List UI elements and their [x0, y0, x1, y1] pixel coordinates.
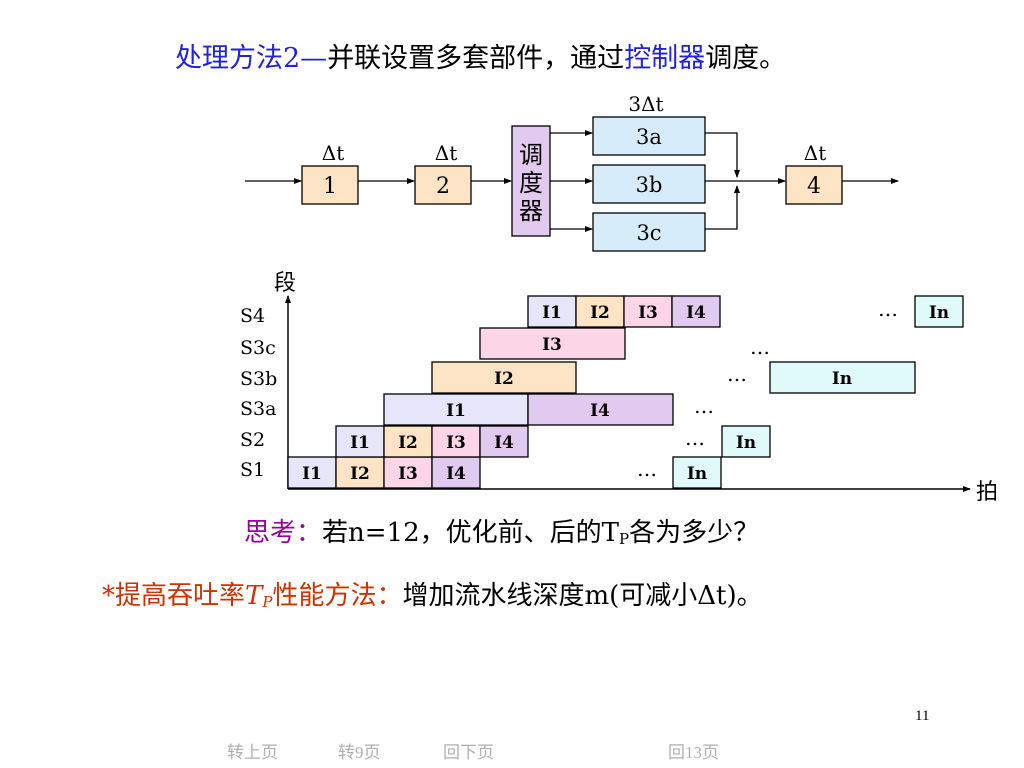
s1-text-i2: I2	[350, 464, 370, 484]
improve-text: 增加流水线深度m(可减小Δt)。	[402, 581, 763, 611]
row-label-s3a: S3a	[240, 398, 276, 420]
s4-text-i4: I4	[686, 303, 706, 323]
scheduler-char-1: 调	[519, 141, 543, 169]
merge-from-3c	[705, 185, 740, 230]
block-diagram: 1 Δt 2 Δt 调 度 器 3Δt 3a 3b 3c 4 Δt	[245, 92, 899, 252]
unit-3c-box	[592, 212, 706, 252]
improve-tp: T	[245, 581, 263, 611]
s4-cell-i4	[671, 295, 721, 328]
stage-2-box	[414, 165, 472, 205]
stage-4-label: 4	[807, 174, 821, 199]
y-axis-label: 段	[274, 271, 296, 296]
s4-text-i2: I2	[590, 303, 610, 323]
unit-3a-box	[592, 116, 706, 156]
s1-text-i1: I1	[302, 464, 322, 484]
nav-back-13-link[interactable]: 回13页	[668, 743, 719, 762]
unit-3a-label: 3a	[636, 125, 662, 149]
s3b-text-in: In	[832, 369, 852, 389]
s4-cell-i2	[575, 295, 625, 328]
page-number: 11	[915, 708, 930, 724]
s1-text-i3: I3	[398, 464, 418, 484]
stage-4-box	[785, 165, 843, 205]
stage-1-label: 1	[323, 174, 337, 199]
row-label-s3c: S3c	[240, 337, 276, 359]
title-controller: 控制器	[624, 43, 706, 74]
merge-from-3a	[705, 132, 740, 178]
s3a-text-i4: I4	[590, 401, 610, 421]
stage-2-time: Δt	[435, 141, 457, 165]
improve-tp-sub: P	[262, 593, 273, 611]
s2-text-in: In	[736, 433, 756, 453]
s3b-cell-i2	[431, 361, 577, 394]
nav-back-next-link[interactable]: 回下页	[443, 743, 494, 762]
s2-ellipsis: …	[685, 426, 705, 450]
s4-cell-i1	[527, 295, 577, 328]
s3c-cell-i3	[479, 327, 626, 360]
s1-text-i4: I4	[446, 464, 466, 484]
unit-3b-label: 3b	[636, 173, 663, 197]
s2-text-i3: I3	[446, 433, 466, 453]
improve-line: *提高吞吐率TP性能方法：增加流水线深度m(可减小Δt)。	[102, 575, 763, 612]
s3a-cell-i1	[383, 393, 529, 426]
page-title: 处理方法2—并联设置多套部件，通过控制器调度。	[175, 36, 786, 75]
row-label-s3b: S3b	[240, 368, 277, 390]
stage-1-box	[301, 165, 359, 205]
s2-cell-i3	[431, 425, 481, 458]
nav-prev-link[interactable]: 转上页	[227, 743, 278, 762]
title-method: 处理方法2—	[175, 43, 328, 74]
nav-goto-9-link[interactable]: 转9页	[338, 743, 381, 762]
s2-cell-i2	[383, 425, 433, 458]
s4-ellipsis: …	[878, 297, 898, 321]
s1-cell-in	[672, 456, 722, 489]
improve-method-label: 性能方法：	[272, 581, 403, 611]
row-label-s2: S2	[240, 429, 265, 451]
s4-cell-in	[914, 295, 964, 328]
question-text-a: 若n=12，优化前、后的T	[322, 518, 619, 548]
s1-cell-i4	[431, 456, 481, 489]
question-text-b: 各为多少？	[629, 518, 760, 548]
s2-text-i1: I1	[350, 433, 370, 453]
scheduler-box	[511, 125, 551, 237]
title-text: 并联设置多套部件，通过	[327, 43, 625, 74]
scheduler-char-2: 度	[519, 169, 543, 197]
stage-4-time: Δt	[804, 141, 826, 165]
scheduler-char-3: 器	[519, 197, 543, 225]
s1-text-in: In	[687, 464, 707, 484]
stage-1-time: Δt	[322, 141, 344, 165]
s3b-cell-in	[769, 361, 916, 394]
s3b-text-i2: I2	[494, 369, 514, 389]
row-label-s1: S1	[240, 459, 265, 481]
s3a-cell-i4	[527, 393, 674, 426]
x-axis-label: 拍	[976, 480, 998, 505]
s4-text-in: In	[929, 303, 949, 323]
s3a-ellipsis: …	[694, 394, 714, 418]
s2-cell-i4	[479, 425, 529, 458]
stage-3-time: 3Δt	[628, 92, 663, 116]
title-end: 调度。	[705, 43, 787, 74]
s4-text-i1: I1	[542, 303, 562, 323]
timing-diagram: 段 拍 S4 S3c S3b S3a S2 S1 I1 I2 I3 I4 … I…	[240, 271, 998, 505]
unit-3b-box	[592, 164, 706, 204]
stage-2-label: 2	[436, 174, 450, 199]
s2-cell-in	[721, 425, 771, 458]
s3c-ellipsis: …	[750, 335, 770, 359]
improve-prefix: *提高吞吐率	[102, 581, 246, 611]
s2-text-i2: I2	[398, 433, 418, 453]
unit-3c-label: 3c	[636, 221, 661, 245]
s1-cell-i1	[287, 456, 337, 489]
s3b-ellipsis: …	[727, 362, 747, 386]
s3a-text-i1: I1	[446, 401, 466, 421]
s3c-text-i3: I3	[542, 335, 562, 355]
question-line: 思考：若n=12，优化前、后的TP各为多少？	[244, 512, 759, 549]
s2-text-i4: I4	[494, 433, 514, 453]
row-label-s4: S4	[240, 305, 265, 327]
s1-ellipsis: …	[637, 457, 657, 481]
question-sub: P	[618, 530, 630, 548]
s4-text-i3: I3	[638, 303, 658, 323]
s2-cell-i1	[335, 425, 385, 458]
question-label: 思考：	[244, 518, 323, 548]
